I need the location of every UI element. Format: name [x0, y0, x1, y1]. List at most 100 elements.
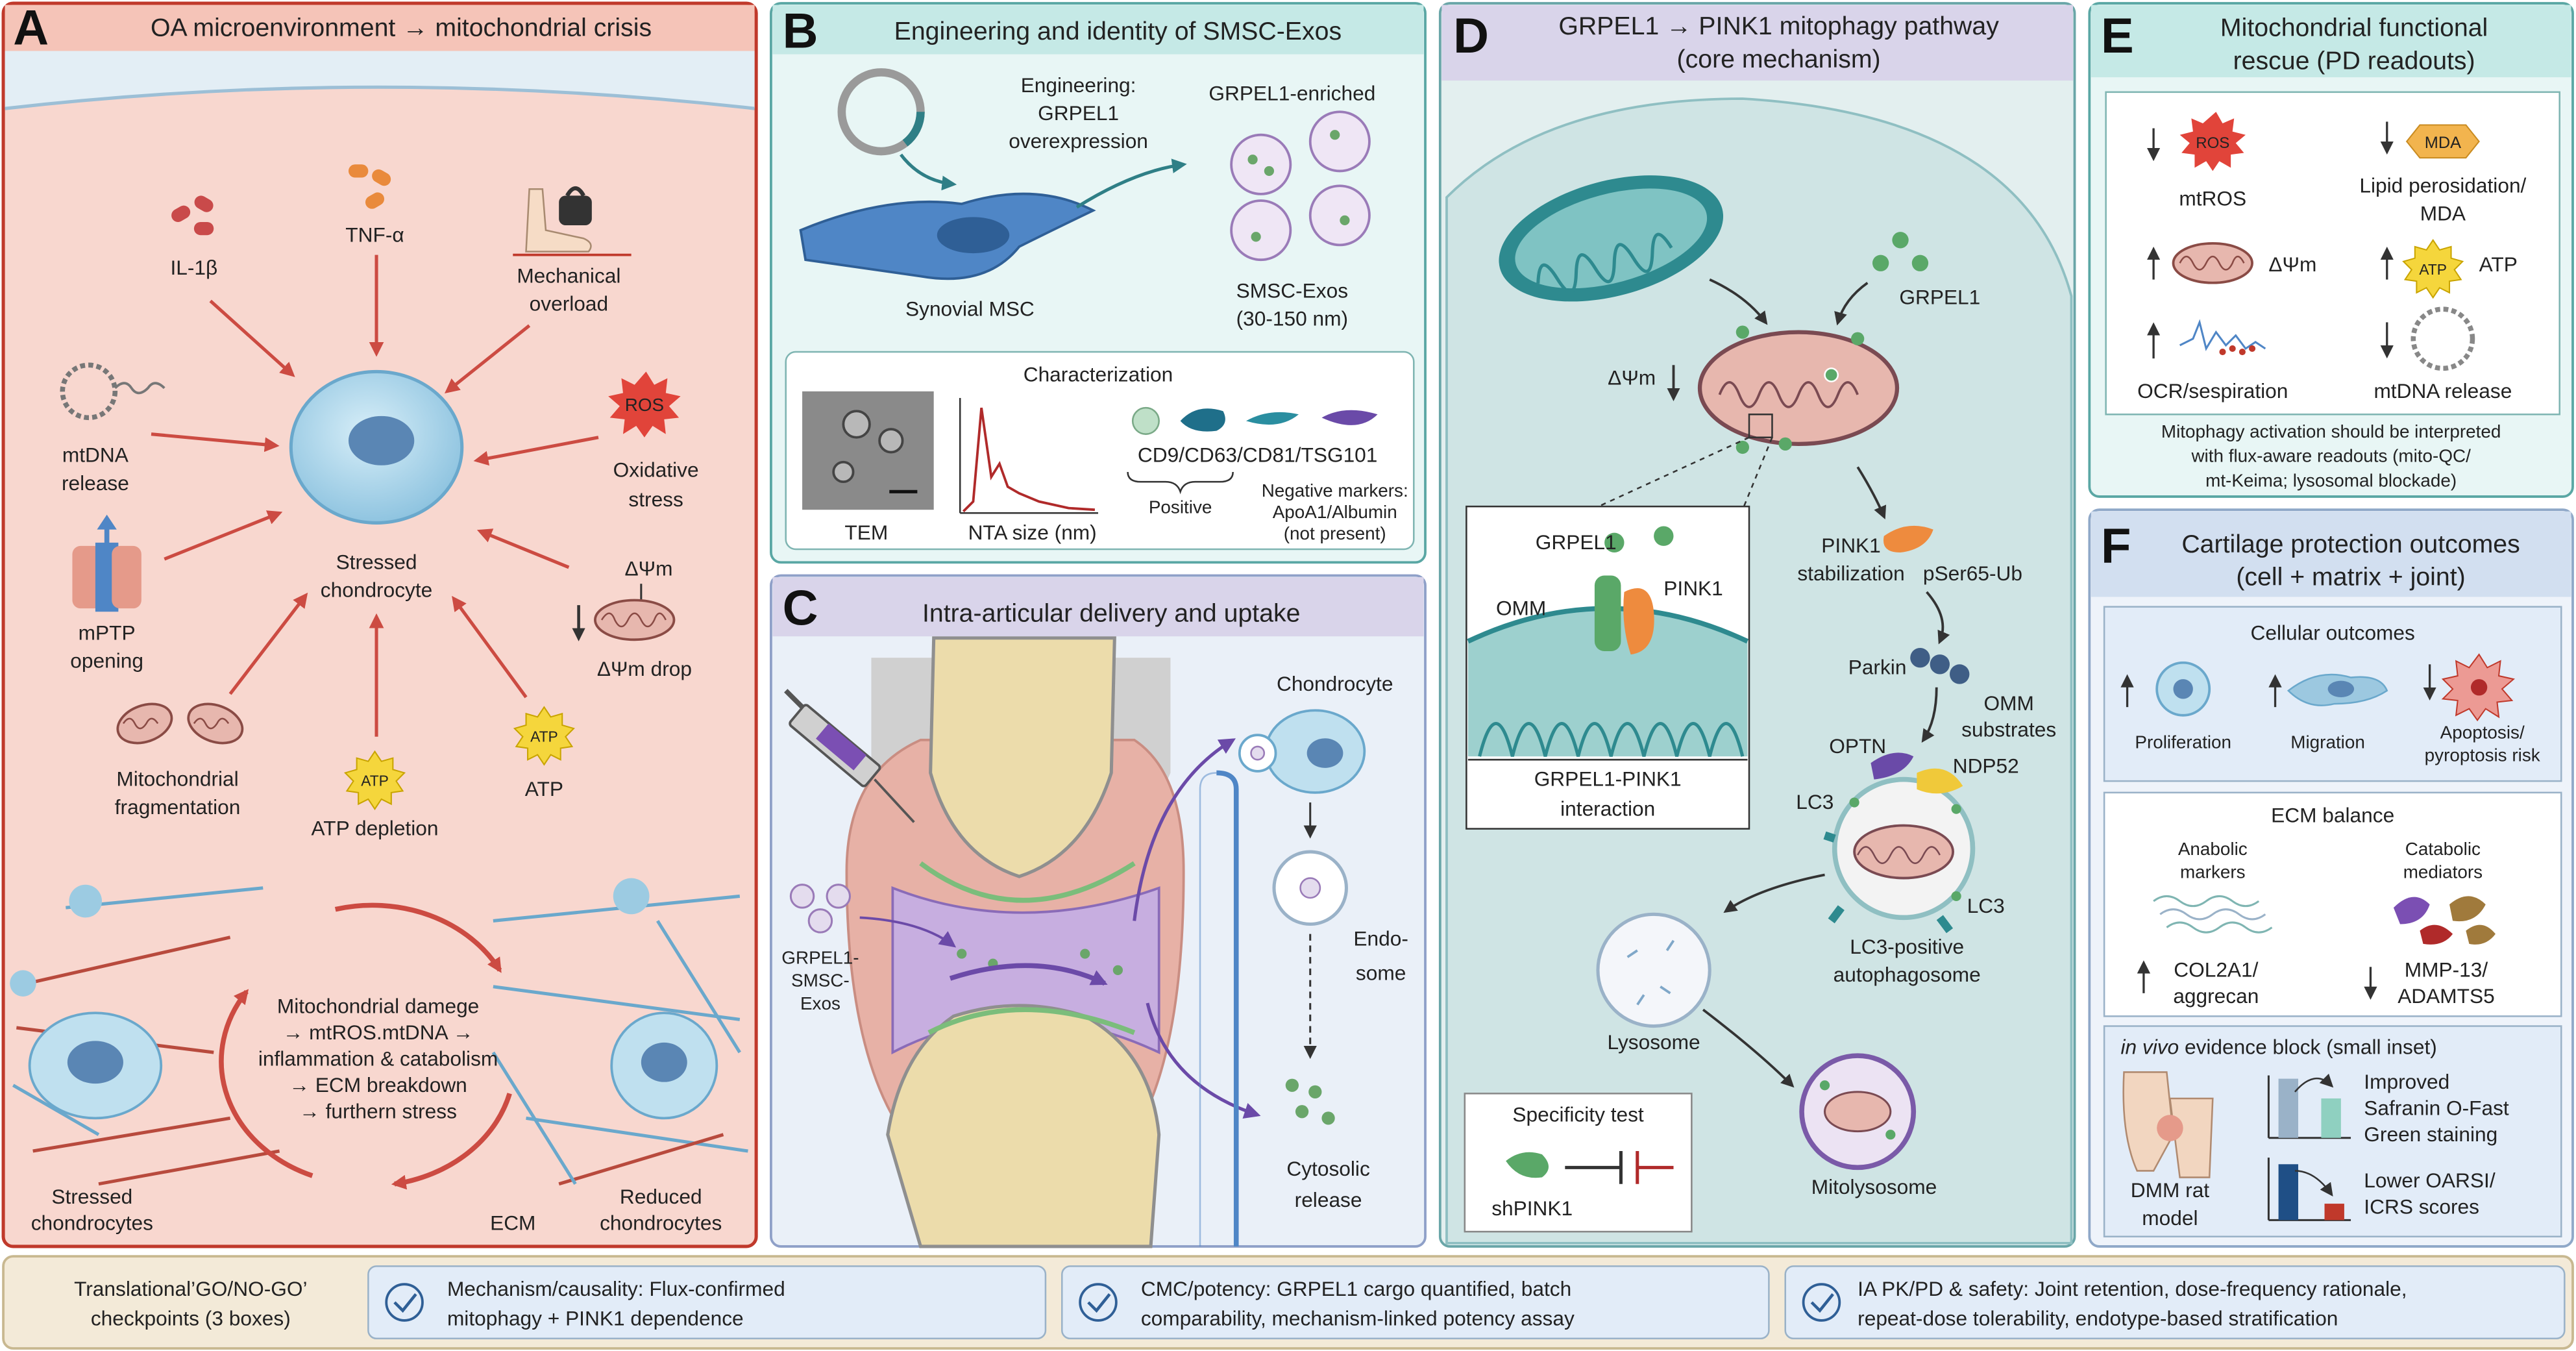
pink1-stab-label-2: stabilization [1797, 562, 1904, 585]
endo-label-2: some [1356, 961, 1406, 985]
cell-membrane-line [1216, 770, 1239, 1246]
note-line-2: with flux-aware readouts (mito-QC/ [2190, 446, 2471, 466]
mptp-label-2: opening [70, 649, 143, 672]
cycle-line-1: Mitochondrial damege [277, 994, 479, 1017]
reduced-label-1: Reduced [620, 1185, 702, 1208]
depolarize-arrow [1709, 278, 1768, 325]
mtdna-label-2: release [62, 471, 129, 495]
mda-badge-text: MDA [2425, 134, 2461, 152]
marker-shapes [1131, 406, 1378, 435]
box2-line-2: comparability, mechanism-linked potency … [1141, 1307, 1575, 1330]
panel-a: A OA microenvironment → mitochondrial cr… [1, 0, 758, 1248]
depolarized-mitochondrion [1697, 325, 1900, 454]
atp-depletion-label: ATP depletion [312, 817, 439, 840]
go-nogo-bar: Translational’GO/NO-GO’ checkpoints (3 b… [2, 1255, 2574, 1350]
panel-a-letter: A [13, 0, 49, 55]
panel-d-title-2: (core mechanism) [1677, 45, 1881, 73]
lipid-label-1: Lipid perosidation/ [2359, 173, 2526, 197]
membrane-line [5, 85, 755, 110]
box2-line-1: CMC/potency: GRPEL1 cargo quantified, ba… [1141, 1277, 1571, 1300]
inset-caption-1: GRPEL1-PINK1 [1534, 767, 1682, 791]
checkpoint-box-2 [1061, 1265, 1770, 1340]
check-icon-2 [1079, 1283, 1118, 1322]
mptp-icon [72, 514, 141, 612]
lipid-label-2: MDA [2420, 201, 2466, 225]
checkpoint-box-3 [1784, 1265, 2566, 1340]
parkin-arrow [1926, 591, 1950, 645]
injection-arrow [859, 916, 957, 948]
grpel-exos-label-1: GRPEL1- [781, 947, 859, 967]
prolif-label: Proliferation [2135, 732, 2231, 752]
ocr-trace-icon [2179, 319, 2266, 356]
transfect-arrow [900, 153, 957, 191]
atp-e-badge-text: ATP [2419, 261, 2447, 278]
mtros-label: mtROS [2179, 187, 2246, 210]
tem-label: TEM [844, 521, 888, 544]
stressed-label-2: chondrocytes [31, 1211, 153, 1235]
dpsi-drop-label: ΔΨm drop [597, 657, 692, 680]
panel-e: E Mitochondrial functional rescue (PD re… [2088, 2, 2574, 498]
ox-label-1: Oxidative [613, 458, 699, 482]
inset-omm-label: OMM [1496, 596, 1546, 619]
lc3-label-a: LC3 [1796, 790, 1834, 813]
neg-label-3: (not present) [1284, 523, 1386, 543]
plasmid-icon [837, 68, 925, 156]
cycle-line-4: → ECM breakdown [289, 1073, 467, 1097]
ros-e-icon: ROS [2179, 112, 2246, 171]
neg-label-1: Negative markers: [1262, 480, 1408, 501]
panel-e-title-1: Mitochondrial functional [2220, 14, 2488, 42]
cyto-label-2: release [1295, 1188, 1362, 1211]
note-line-3: mt-Keima; lysosomal blockade) [2205, 471, 2457, 491]
nta-plot [959, 397, 1098, 514]
atp-depletion-badge-text: ATP [361, 773, 389, 789]
migration-label: Migration [2290, 732, 2365, 752]
cycle-line-5: → furthern stress [299, 1099, 457, 1122]
dpsi-small-label: ΔΨm [625, 557, 673, 580]
box1-line-1: Mechanism/causality: Flux-confirmed [447, 1277, 785, 1300]
fusion-arrow [1723, 873, 1825, 913]
cell-label-2: chondrocyte [321, 578, 432, 601]
panel-e-letter: E [2101, 8, 2134, 64]
box1-line-2: mitophagy + PINK1 dependence [447, 1307, 744, 1330]
vicious-cycle [219, 902, 512, 1190]
mitolyso-label: Mitolysosome [1811, 1175, 1937, 1198]
mech-label-1: Mechanical [517, 264, 620, 288]
rat-knee-icon [2122, 1071, 2214, 1178]
parkin-label: Parkin [1848, 655, 1907, 678]
uptake-chondrocyte [1238, 709, 1366, 794]
joint-flow-arrow [949, 963, 1108, 986]
ros-icon: ROS [608, 371, 681, 438]
ox-label-2: stress [628, 488, 683, 511]
dpsi-e-label: ΔΨm [2268, 253, 2316, 276]
grpel1-arrow [1834, 282, 1869, 326]
mtdna-e-icon [2410, 306, 2475, 371]
mito-depolarized-icon [594, 599, 676, 641]
panel-c-header [772, 577, 1424, 637]
mmp-label-2: ADAMTS5 [2398, 984, 2495, 1008]
membrane-band [5, 51, 755, 109]
inset-caption-2: interaction [1560, 797, 1655, 820]
grpel1-label: GRPEL1 [1899, 286, 1980, 309]
endosome [1272, 850, 1348, 926]
panel-e-title-2: rescue (PD readouts) [2233, 46, 2475, 75]
pink-arrow [1856, 466, 1887, 519]
cycle-line-2: → mtROS.mtDNA → [283, 1021, 474, 1044]
dmm-label-1: DMM rat [2131, 1178, 2210, 1202]
optn-label: OPTN [1829, 734, 1886, 758]
apop-label-1: Apoptosis/ [2440, 722, 2525, 742]
knee-joint-illustration [845, 636, 1185, 1248]
lysosome-label: Lysosome [1608, 1030, 1700, 1054]
exo-particles [789, 884, 852, 934]
endo-label-1: Endo- [1353, 926, 1408, 950]
auto-label-1: LC3-positive [1850, 935, 1964, 958]
atp-e-label: ATP [2479, 253, 2518, 276]
cell-outcomes-title: Cellular outcomes [2251, 621, 2415, 644]
panel-a-header [5, 5, 755, 51]
atp-badge-text: ATP [530, 728, 558, 745]
spec-title: Specificity test [1512, 1102, 1644, 1126]
characterization-box [785, 351, 1415, 551]
bottom-label-2: checkpoints (3 boxes) [91, 1307, 291, 1330]
pink1-protein [1883, 525, 1933, 553]
cat-label-1: Catabolic [2405, 839, 2481, 859]
